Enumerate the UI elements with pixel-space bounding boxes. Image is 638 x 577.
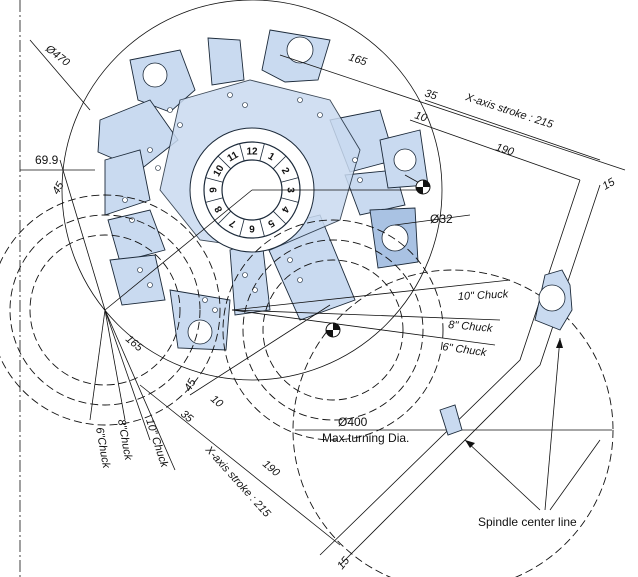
dim10-bottom-label: 10 — [208, 393, 226, 411]
turret-station-divider — [272, 155, 287, 170]
turret-station-number: 1 — [266, 151, 277, 164]
dim190-top-label: 190 — [494, 141, 516, 158]
turret-station-number: 10 — [212, 163, 227, 179]
turret-station-number: 9 — [209, 187, 220, 193]
dim165-top-label: 165 — [347, 51, 369, 68]
turret-station-divider — [205, 177, 224, 183]
dimension-lines — [20, 39, 626, 546]
turret-station-divider — [280, 197, 299, 203]
leader-lines — [19, 0, 511, 577]
turret-station-number: 12 — [246, 147, 258, 158]
left-chuck-circles — [0, 194, 221, 426]
turret-station-number: 4 — [279, 204, 292, 215]
turret-station-number: 5 — [265, 217, 276, 230]
dim35-top-label: 35 — [423, 87, 439, 102]
turret-station-divider — [259, 143, 265, 162]
turret-station-divider — [239, 218, 245, 237]
xstroke-top-label: X-axis stroke : 215 — [463, 91, 555, 131]
dim165-bottom-label: 165 — [123, 333, 145, 355]
spindle-path — [319, 179, 601, 566]
dia32-label: Ø32 — [430, 212, 453, 226]
turret-station-number: 6 — [249, 223, 255, 234]
turret-station-divider — [239, 143, 245, 162]
turret-station-divider — [217, 155, 232, 170]
dim35-bottom-label: 35 — [178, 408, 196, 426]
center-marker-bottom — [325, 322, 341, 338]
turret-station-divider — [259, 218, 265, 237]
dia400-label: Ø400 — [338, 415, 368, 429]
spindle-center-label: Spindle center line — [478, 515, 577, 529]
turret-swing-circle — [61, 0, 443, 381]
turret-station-divider — [280, 177, 299, 183]
xstroke-bottom-label: X-axis stroke : 215 — [202, 443, 273, 520]
dim10-top-label: 10 — [413, 109, 429, 124]
max-turning-label: Max.turning Dia. — [322, 431, 409, 445]
dim45-left-label: 45 — [50, 179, 67, 196]
turret-station-divider — [217, 210, 232, 225]
right-chuck-circles — [222, 219, 614, 577]
dim15-bottom-label: 15 — [335, 554, 353, 572]
turret-station-number: 2 — [279, 166, 292, 177]
dim69-9-label: 69.9 — [35, 153, 59, 167]
turret-station-number: 7 — [227, 217, 238, 230]
bolt-holes — [122, 92, 363, 313]
spindle-center-arrows — [464, 337, 601, 511]
dim190-bottom-label: 190 — [260, 458, 282, 480]
turret-station-divider — [272, 210, 287, 225]
turret-station-number: 8 — [213, 203, 226, 214]
chuck8-right-label: 8" Chuck — [448, 319, 494, 335]
dia470-label: Ø470 — [42, 42, 72, 69]
chuck10-right-label: 10" Chuck — [458, 288, 509, 303]
chuck10-bottom-label: 10" Chuck — [143, 417, 170, 469]
center-marker-top — [415, 179, 431, 195]
dim15-top-label: 15 — [601, 176, 618, 193]
chuck6-right-label: 6" Chuck — [442, 341, 488, 359]
chuck6-bottom-label: 6"Chuck — [93, 426, 112, 469]
turret-station-divider — [205, 197, 224, 203]
chuck8-bottom-label: 8"Chuck — [115, 418, 134, 461]
